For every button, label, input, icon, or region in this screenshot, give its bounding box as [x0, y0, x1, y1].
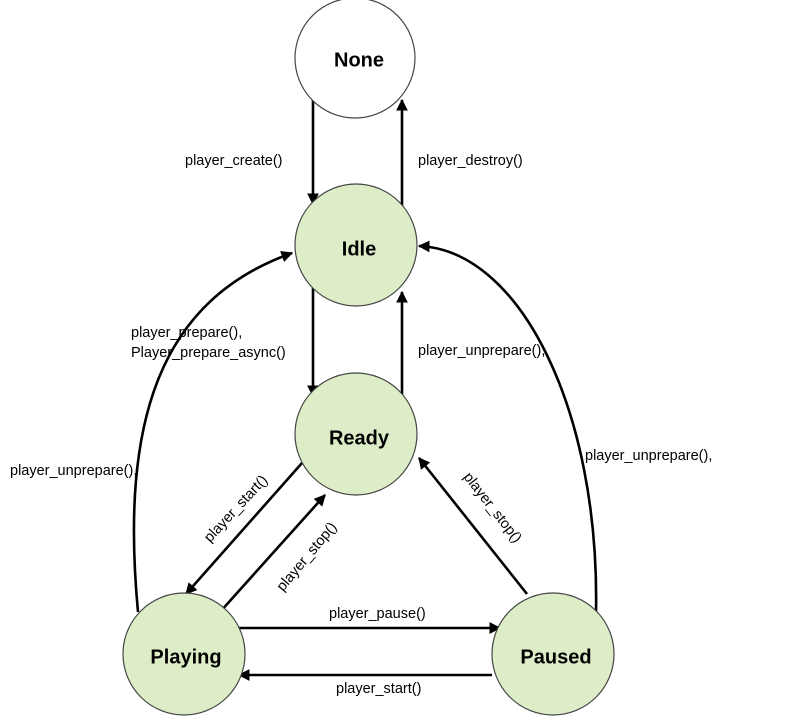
label-ready-unprepare: player_unprepare(),	[418, 343, 545, 359]
label-player-create: player_create()	[185, 153, 283, 169]
state-paused: Paused	[491, 592, 615, 716]
label-player-pause: player_pause()	[329, 606, 426, 622]
state-ready-label: Ready	[329, 427, 390, 449]
state-idle-label: Idle	[342, 238, 376, 260]
label-paused-start: player_start()	[336, 681, 421, 697]
edge-paused-to-ready	[417, 457, 529, 595]
edge-paused-to-idle	[417, 240, 598, 614]
state-paused-label: Paused	[520, 646, 591, 668]
state-none-label: None	[334, 49, 384, 71]
edge-ready-to-playing	[185, 462, 303, 595]
state-none: None	[294, 0, 416, 119]
label-paused-unprepare: player_unprepare(),	[585, 448, 712, 464]
label-playing-unprepare: player_unprepare(),	[10, 463, 137, 479]
label-player-destroy: player_destroy()	[418, 153, 523, 169]
label-playing-stop: player_stop()	[274, 519, 341, 594]
edge-playing-to-ready	[219, 494, 326, 613]
state-playing-label: Playing	[150, 646, 221, 668]
state-idle: Idle	[294, 183, 418, 307]
state-ready: Ready	[294, 372, 418, 496]
state-playing: Playing	[122, 592, 246, 716]
label-paused-stop: player_stop()	[460, 470, 525, 547]
label-player-prepare-async: Player_prepare_async()	[131, 345, 286, 361]
edge-playing-to-idle	[132, 251, 294, 613]
label-player-prepare: player_prepare(),	[131, 325, 242, 341]
